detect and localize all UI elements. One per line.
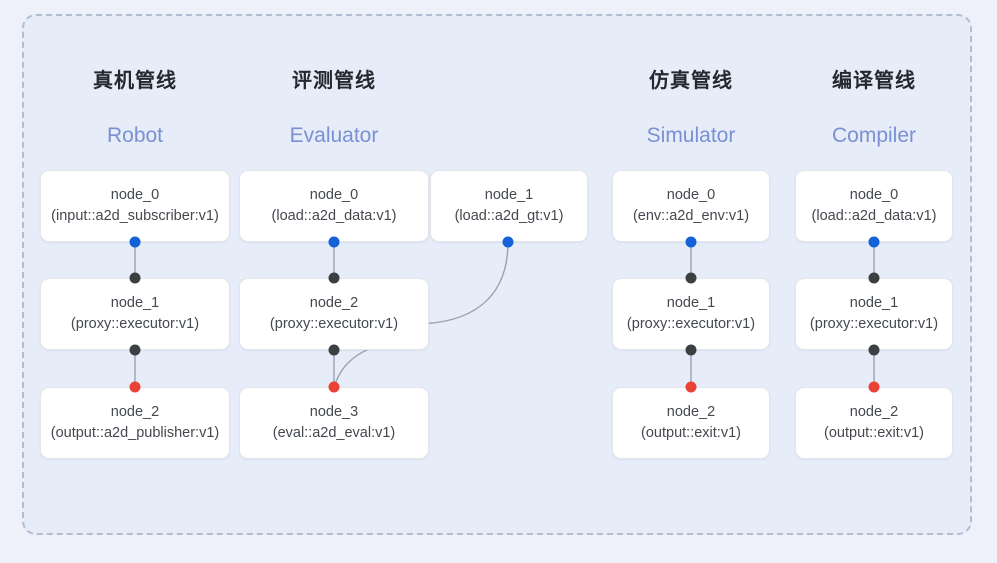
port-input-robot-1[interactable] bbox=[129, 272, 141, 284]
port-terminal-evaluator-3[interactable] bbox=[328, 381, 340, 393]
node-spec: (proxy::executor:v1) bbox=[626, 316, 756, 332]
port-terminal-simulator-2[interactable] bbox=[685, 381, 697, 393]
port-output-evaluator-1[interactable] bbox=[502, 236, 514, 248]
port-input-simulator-1[interactable] bbox=[685, 272, 697, 284]
port-input-compiler-1[interactable] bbox=[868, 272, 880, 284]
port-terminal-robot-2[interactable] bbox=[129, 381, 141, 393]
column-title-cn-evaluator: 评测管线 bbox=[292, 70, 376, 92]
column-title-cn-robot: 真机管线 bbox=[93, 70, 177, 92]
node-compiler-2[interactable]: node_2 (output::exit:v1) bbox=[795, 387, 953, 459]
column-title-en-compiler: Compiler bbox=[831, 124, 917, 147]
node-name: node_0 bbox=[110, 187, 160, 203]
node-spec: (load::a2d_data:v1) bbox=[811, 208, 937, 224]
node-name: node_3 bbox=[309, 404, 359, 420]
node-spec: (load::a2d_gt:v1) bbox=[454, 208, 564, 224]
port-output-evaluator-0[interactable] bbox=[328, 236, 340, 248]
column-title-en-simulator: Simulator bbox=[646, 124, 736, 147]
node-name: node_1 bbox=[484, 187, 534, 203]
node-name: node_2 bbox=[849, 404, 899, 420]
node-spec: (load::a2d_data:v1) bbox=[271, 208, 397, 224]
node-simulator-0[interactable]: node_0 (env::a2d_env:v1) bbox=[612, 170, 770, 242]
port-terminal-compiler-2[interactable] bbox=[868, 381, 880, 393]
node-name: node_1 bbox=[110, 295, 160, 311]
node-name: node_2 bbox=[666, 404, 716, 420]
node-spec: (input::a2d_subscriber:v1) bbox=[51, 208, 219, 224]
port-output-robot-0[interactable] bbox=[129, 236, 141, 248]
column-title-en-robot: Robot bbox=[106, 124, 164, 147]
node-compiler-1[interactable]: node_1 (proxy::executor:v1) bbox=[795, 278, 953, 350]
node-name: node_2 bbox=[110, 404, 160, 420]
port-output-evaluator-2[interactable] bbox=[328, 344, 340, 356]
node-spec: (output::a2d_publisher:v1) bbox=[50, 425, 220, 441]
column-title-cn-simulator: 仿真管线 bbox=[649, 70, 733, 92]
node-evaluator-2[interactable]: node_2 (proxy::executor:v1) bbox=[239, 278, 429, 350]
node-name: node_2 bbox=[309, 295, 359, 311]
node-spec: (proxy::executor:v1) bbox=[70, 316, 200, 332]
port-output-compiler-0[interactable] bbox=[868, 236, 880, 248]
node-robot-2[interactable]: node_2 (output::a2d_publisher:v1) bbox=[40, 387, 230, 459]
node-spec: (proxy::executor:v1) bbox=[809, 316, 939, 332]
node-name: node_1 bbox=[666, 295, 716, 311]
node-name: node_1 bbox=[849, 295, 899, 311]
port-output-compiler-1[interactable] bbox=[868, 344, 880, 356]
port-output-simulator-1[interactable] bbox=[685, 344, 697, 356]
node-robot-0[interactable]: node_0 (input::a2d_subscriber:v1) bbox=[40, 170, 230, 242]
node-spec: (eval::a2d_eval:v1) bbox=[272, 425, 396, 441]
node-simulator-1[interactable]: node_1 (proxy::executor:v1) bbox=[612, 278, 770, 350]
port-output-robot-1[interactable] bbox=[129, 344, 141, 356]
column-title-cn-compiler: 编译管线 bbox=[832, 70, 916, 92]
node-name: node_0 bbox=[309, 187, 359, 203]
node-name: node_0 bbox=[849, 187, 899, 203]
node-spec: (output::exit:v1) bbox=[641, 425, 741, 441]
node-spec: (proxy::executor:v1) bbox=[269, 316, 399, 332]
node-compiler-0[interactable]: node_0 (load::a2d_data:v1) bbox=[795, 170, 953, 242]
node-simulator-2[interactable]: node_2 (output::exit:v1) bbox=[612, 387, 770, 459]
node-name: node_0 bbox=[666, 187, 716, 203]
port-output-simulator-0[interactable] bbox=[685, 236, 697, 248]
node-evaluator-3[interactable]: node_3 (eval::a2d_eval:v1) bbox=[239, 387, 429, 459]
node-evaluator-1[interactable]: node_1 (load::a2d_gt:v1) bbox=[430, 170, 588, 242]
column-title-en-evaluator: Evaluator bbox=[289, 124, 379, 147]
node-evaluator-0[interactable]: node_0 (load::a2d_data:v1) bbox=[239, 170, 429, 242]
port-input-evaluator-2[interactable] bbox=[328, 272, 340, 284]
node-robot-1[interactable]: node_1 (proxy::executor:v1) bbox=[40, 278, 230, 350]
node-spec: (env::a2d_env:v1) bbox=[632, 208, 750, 224]
node-spec: (output::exit:v1) bbox=[824, 425, 924, 441]
